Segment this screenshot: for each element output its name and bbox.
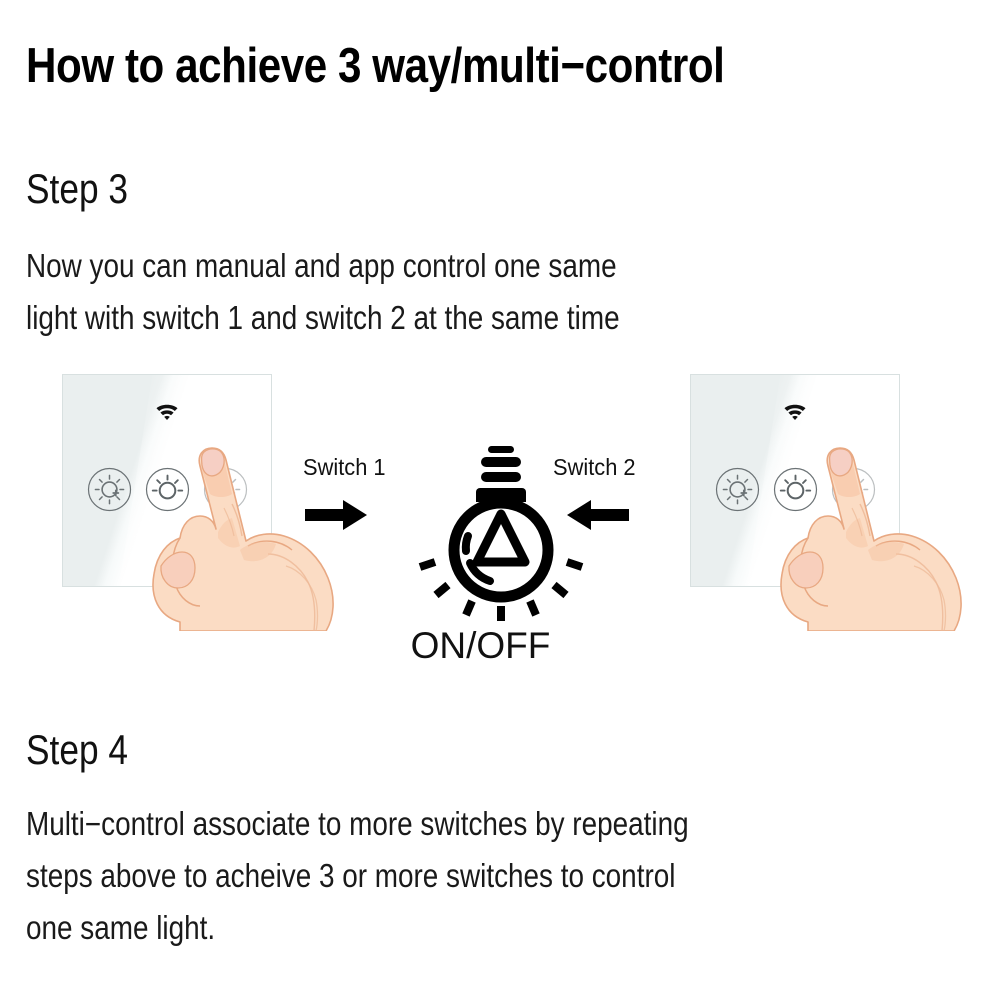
switch-button-row-left	[63, 467, 271, 512]
step-3-heading: Step 3	[26, 165, 129, 212]
arrow-right-icon	[305, 498, 369, 537]
sun-icon[interactable]	[773, 467, 818, 512]
switch-button-row-right	[691, 467, 899, 512]
step-4-heading: Step 4	[26, 726, 129, 773]
step-4-line-2: steps above to acheive 3 or more switche…	[26, 857, 676, 894]
switch-panel-left[interactable]	[62, 374, 272, 587]
step-4-line-3: one same light.	[26, 909, 216, 946]
step-4-line-1: Multi−control associate to more switches…	[26, 805, 689, 842]
switch-1-label: Switch 1	[303, 454, 386, 480]
step-3-line-1: Now you can manual and app control one s…	[26, 247, 617, 284]
bulb-onoff-text: ON/OFF	[410, 625, 551, 666]
sun-icon[interactable]	[145, 467, 190, 512]
switch-2-label: Switch 2	[553, 454, 636, 480]
bulb-onoff-label: ON/OFF	[0, 625, 1001, 667]
multi-control-diagram: Switch 1	[0, 360, 1001, 690]
step-3-line-2: light with switch 1 and switch 2 at the …	[26, 299, 620, 336]
sun-plus-icon[interactable]	[87, 467, 132, 512]
wifi-icon	[782, 403, 808, 426]
light-bulb-icon	[408, 444, 598, 629]
wifi-icon	[154, 403, 180, 426]
page-title: How to achieve 3 way/multi−control	[26, 39, 725, 93]
step-4-body: Multi−control associate to more switches…	[26, 798, 879, 954]
step-3-body: Now you can manual and app control one s…	[26, 240, 879, 344]
sun-minus-icon[interactable]	[831, 467, 876, 512]
sun-minus-icon[interactable]	[203, 467, 248, 512]
arrow-left-icon	[565, 498, 629, 537]
switch-panel-right[interactable]	[690, 374, 900, 587]
sun-plus-icon[interactable]	[715, 467, 760, 512]
